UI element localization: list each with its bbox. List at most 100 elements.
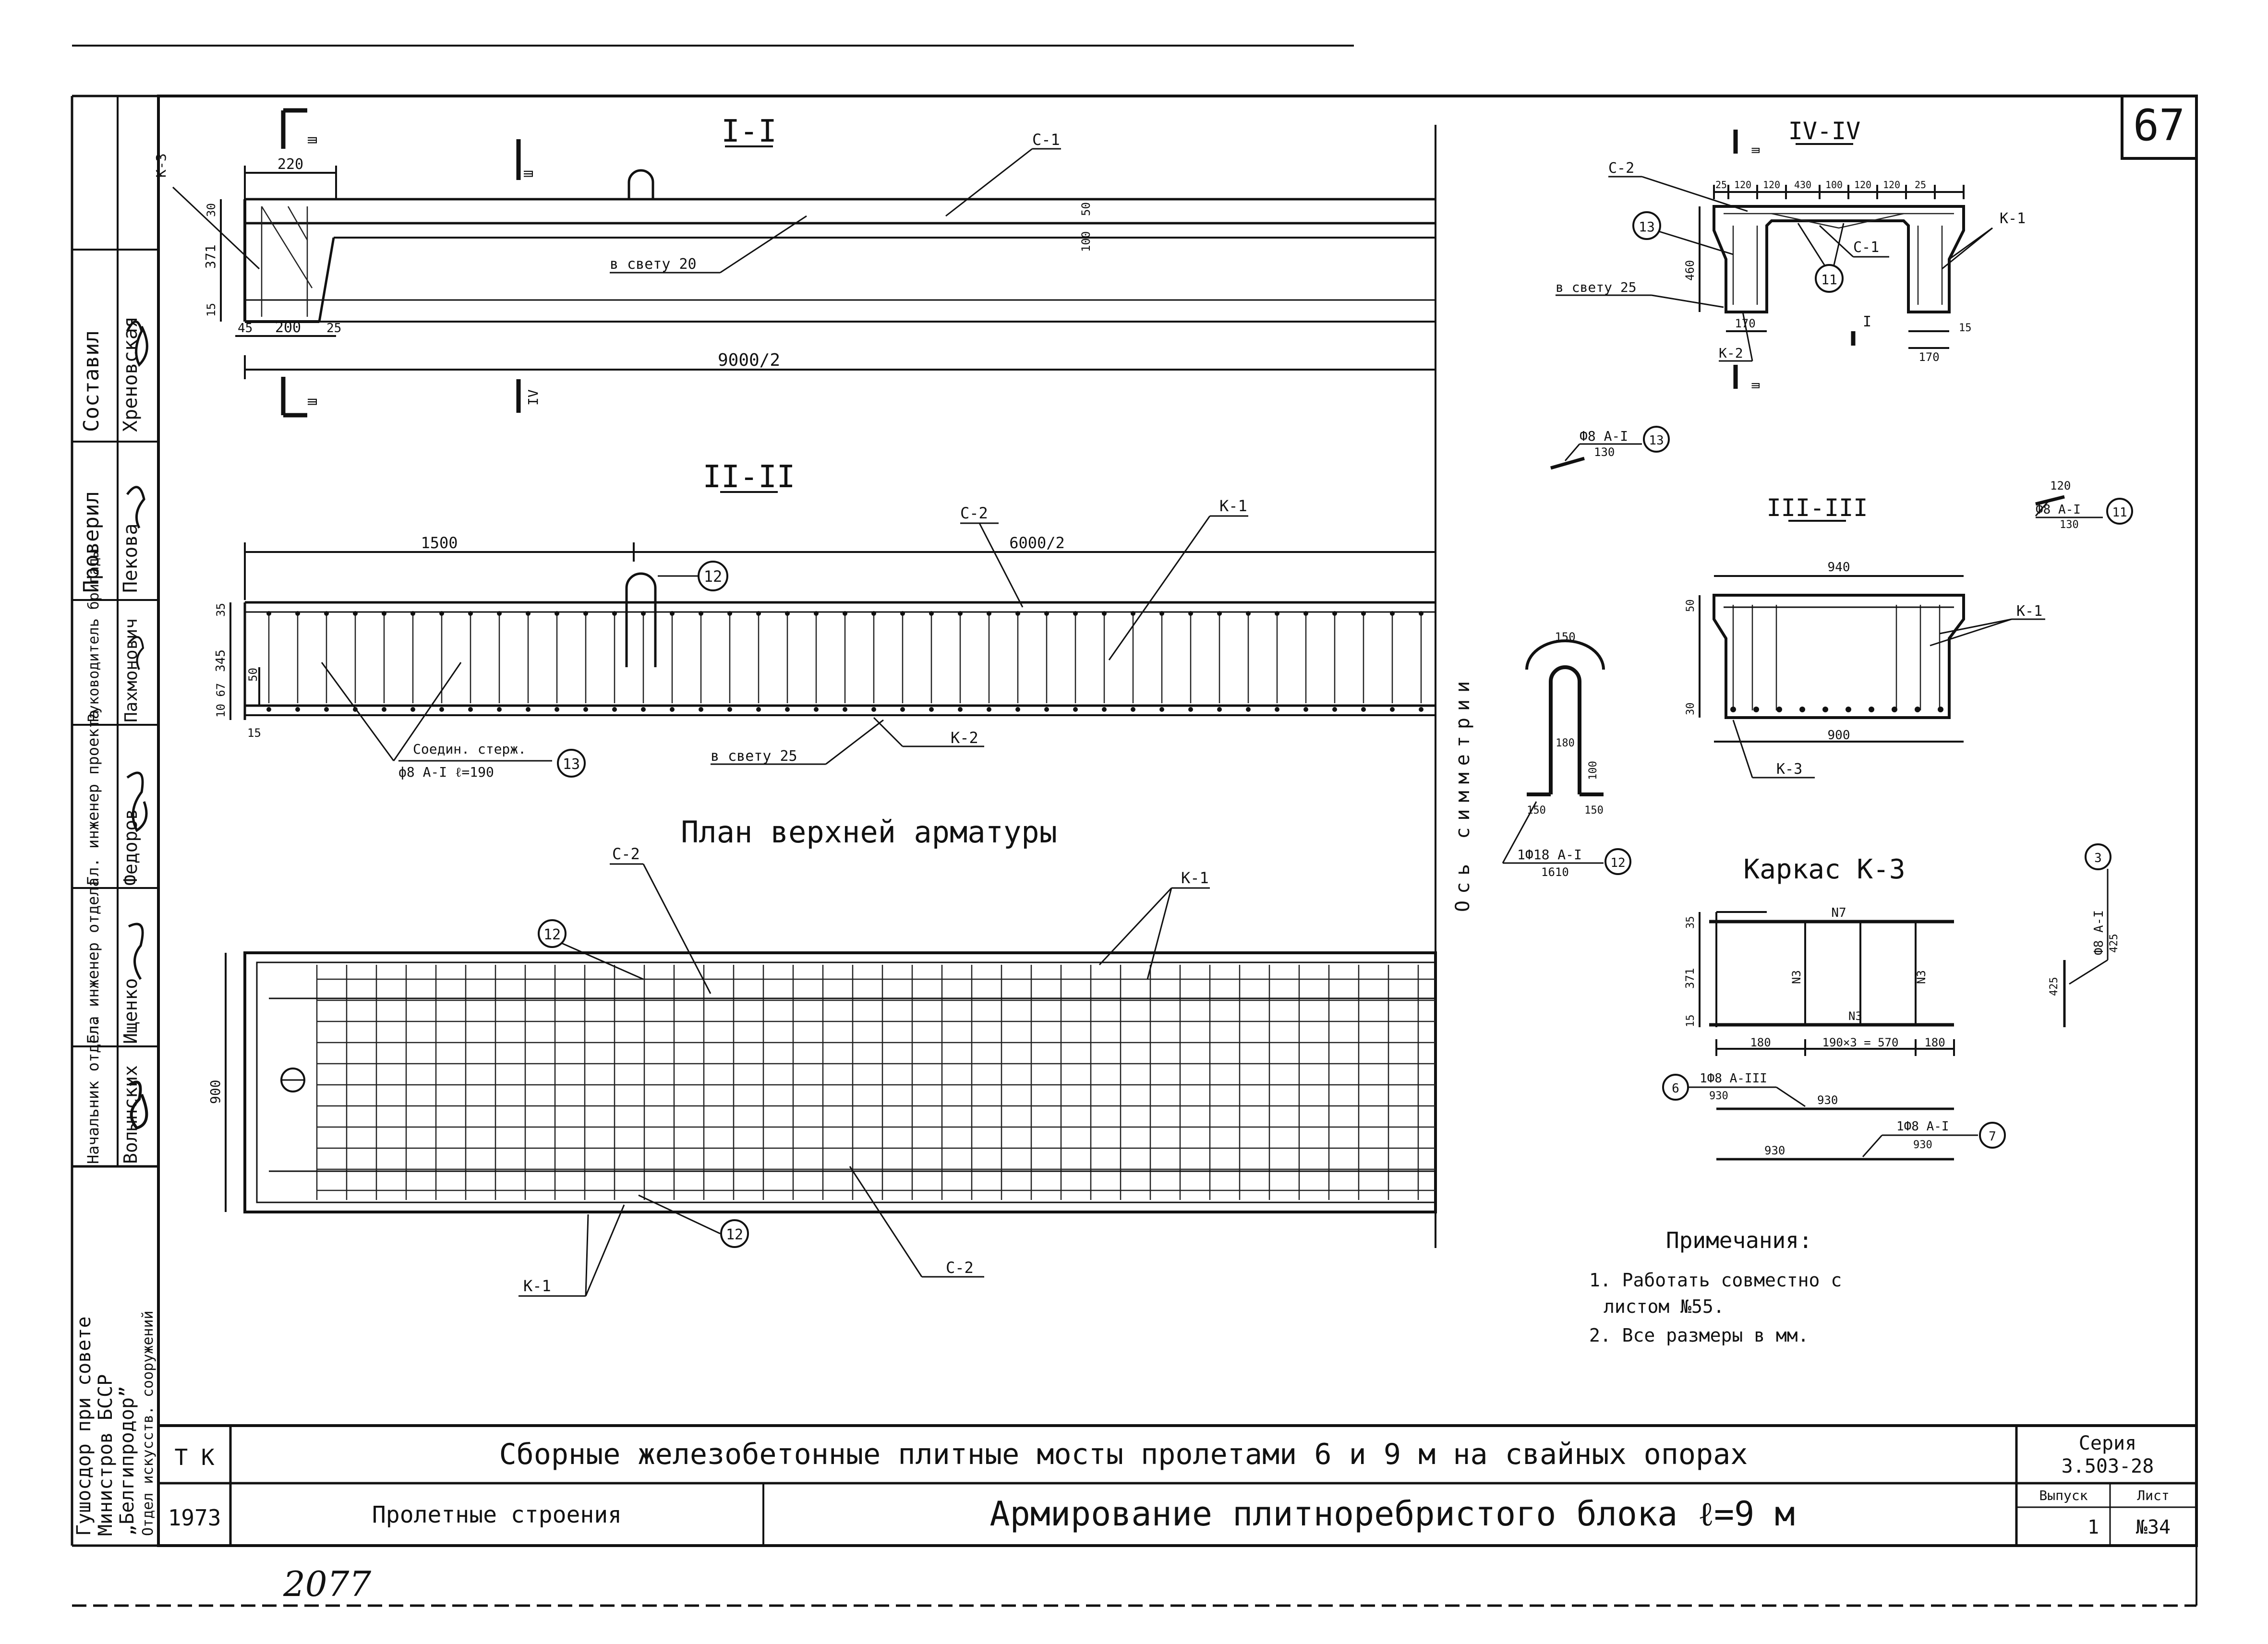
plan-d900: 900 — [207, 1080, 223, 1104]
tb-tk: Т К — [174, 1444, 214, 1470]
frame-d371: 371 — [1683, 968, 1697, 989]
role-1: Составил — [79, 330, 104, 432]
s2-vsvetu: в свету 25 — [711, 748, 797, 765]
s2-d50: 50 — [246, 668, 260, 682]
rebar-dot — [612, 707, 617, 712]
s1-mark-tm: Ш — [522, 170, 536, 178]
section-3: III-III 940 900 50 30 К-1 К-3 — [1685, 494, 2045, 779]
role-6: Начальник отдела — [84, 1016, 102, 1164]
role-5: Гл. инженер отдела — [84, 877, 102, 1044]
rebar-dot — [583, 611, 588, 616]
s1-d15: 15 — [205, 303, 218, 317]
bar3-len: 425 — [2108, 934, 2120, 953]
s4-top-dim-value: 120 — [1883, 179, 1900, 191]
rebar-dot — [1419, 611, 1424, 616]
name-1: Хреновская — [120, 316, 142, 432]
rebar-dot — [1015, 611, 1020, 616]
rebar-dot — [1131, 611, 1135, 616]
title-block: Т К 1973 Сборные железобетонные плитные … — [158, 1424, 2196, 1546]
s4-top-dim-value: 25 — [1915, 179, 1926, 191]
bar12-d150b: 150 — [1584, 804, 1604, 816]
rebar-dot — [1361, 611, 1366, 616]
s5-title: III-III — [1767, 494, 1868, 522]
tb-series-value: 3.503-28 — [2062, 1455, 2154, 1477]
s1-mark-bm: IV — [525, 389, 541, 406]
s4-vsvetu: в свету 25 — [1556, 279, 1637, 295]
s2-join-spec: ф8 А-I ℓ=190 — [398, 764, 494, 780]
axis-label: Ось симметрии — [1452, 674, 1474, 912]
frame-d15: 15 — [1685, 1015, 1697, 1028]
tb-issue-value: 1 — [2087, 1516, 2099, 1538]
frame-title: Каркас К-3 — [1743, 854, 1905, 885]
org-line-3: „Белгипродор” — [116, 1386, 138, 1536]
rebar-dot — [1869, 707, 1874, 712]
frame-n3b: N3 — [1915, 970, 1928, 984]
s4-pos13: 13 — [1639, 219, 1655, 235]
s4-title: IV-IV — [1788, 117, 1861, 145]
tb-series-label: Серия — [2079, 1432, 2136, 1454]
plan-c2-bottom: С-2 — [946, 1259, 974, 1277]
s1-title: I-I — [721, 114, 777, 149]
sheet-number: 67 — [2133, 100, 2185, 151]
rebar-dot — [1102, 707, 1107, 712]
frame-dim-2: 190×3 = 570 — [1822, 1036, 1899, 1049]
s2-k1: К-1 — [1219, 497, 1247, 515]
bar-13-detail: Ф8 А-I 130 13 — [1550, 426, 1670, 470]
s1-d220: 220 — [277, 156, 303, 173]
rebar-dot — [353, 611, 358, 616]
rebar-dot — [1044, 611, 1049, 616]
rebar-dot — [497, 611, 502, 616]
rebar-dot — [814, 611, 819, 616]
rebar-dot — [843, 611, 847, 616]
tb-year: 1973 — [168, 1505, 221, 1531]
rebar-dot — [1361, 707, 1366, 712]
rebar-dot — [1332, 707, 1337, 712]
rebar-dot — [295, 611, 300, 616]
s5-d30: 30 — [1685, 703, 1697, 716]
rebar-dot — [871, 611, 876, 616]
rebar-dot — [1892, 707, 1897, 712]
rebar-dot — [555, 707, 559, 712]
s2-d345: 345 — [214, 649, 228, 672]
rebar-dot — [900, 707, 905, 712]
plan-pos12-bottom: 12 — [726, 1226, 743, 1243]
s2-stirrups — [266, 611, 1424, 712]
s4-mark-1: Ш — [1750, 147, 1762, 154]
rebar-dot — [497, 707, 502, 712]
s1-d371: 371 — [203, 244, 218, 269]
name-5: Ищенко — [120, 978, 141, 1044]
s5-k3: К-3 — [1776, 761, 1802, 778]
rebar-dot — [727, 707, 732, 712]
rebar-dot — [1275, 707, 1279, 712]
rebar-dot — [555, 611, 559, 616]
plan-c2-top: С-2 — [612, 845, 640, 863]
tb-sheet-value: №34 — [2136, 1516, 2171, 1538]
rebar-dot — [468, 707, 473, 712]
tb-drawing: Армирование плитноребристого блока ℓ=9 м — [989, 1494, 1795, 1534]
s2-c2: С-2 — [960, 504, 988, 522]
rebar-dot — [1390, 707, 1395, 712]
bar7-pos: 7 — [1989, 1129, 1996, 1144]
rebar-dot — [1217, 707, 1222, 712]
plan-title: План верхней арматуры — [681, 815, 1057, 850]
rebar-dot — [382, 707, 386, 712]
side-stamp: Составил Хреновская Проверил Пекова Руко… — [72, 249, 158, 1536]
s2-join-label: Соедин. стерж. — [413, 741, 526, 757]
rebar-dot — [583, 707, 588, 712]
sheet-frame — [157, 95, 2198, 1547]
rebar-dot — [1938, 707, 1943, 712]
tb-issue-label: Выпуск — [2039, 1488, 2087, 1503]
rebar-dot — [756, 611, 761, 616]
bar6-spec: 1Ф8 А-III — [1700, 1071, 1767, 1086]
s1-c1: С-1 — [1032, 131, 1060, 149]
bar13-len: 130 — [1594, 445, 1615, 459]
section-1: I-I 220 45 200 25 371 30 15 К-3 50 — [153, 108, 1436, 418]
note-1b: листом №55. — [1604, 1296, 1725, 1317]
rebar-dot — [1915, 707, 1920, 712]
rebar-dot — [1275, 611, 1279, 616]
bar7-len2: 930 — [1764, 1144, 1785, 1157]
rebar-dot — [526, 707, 531, 712]
rebar-dot — [410, 707, 415, 712]
s4-d460: 460 — [1683, 260, 1697, 281]
bar3-side: 425 — [2048, 977, 2060, 996]
